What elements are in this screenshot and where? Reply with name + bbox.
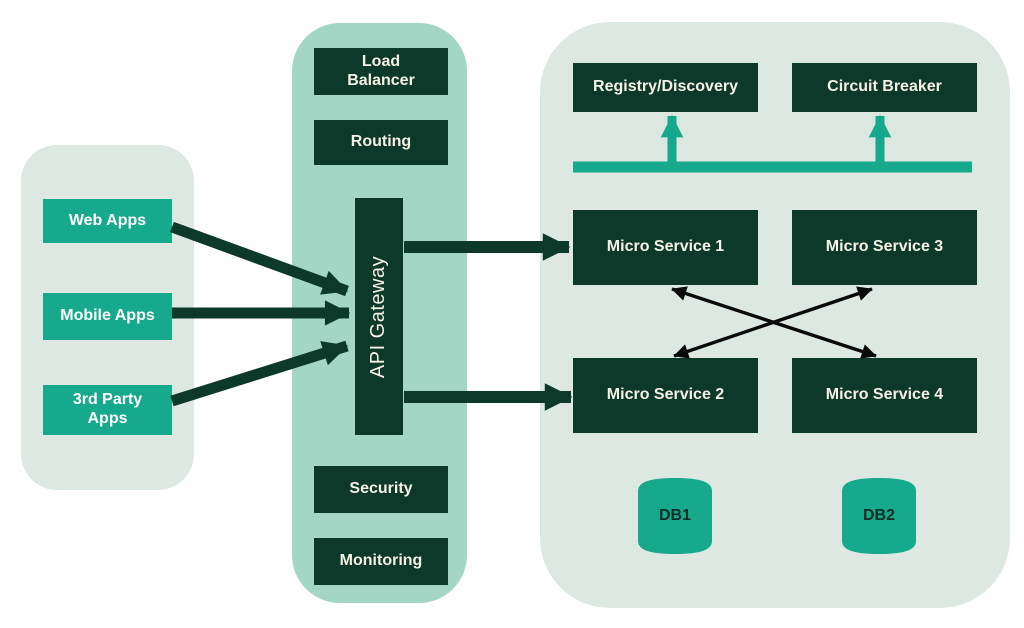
node-3rd-party-apps: 3rd Party Apps — [43, 385, 172, 435]
node-monitoring-label: Monitoring — [339, 552, 423, 570]
node-web-apps-label: Web Apps — [68, 211, 147, 229]
services-panel: Registry/Discovery Circuit Breaker Micro… — [540, 22, 1010, 608]
node-registry-discovery: Registry/Discovery — [573, 63, 758, 112]
node-micro-service-1-label: Micro Service 1 — [606, 238, 725, 256]
node-circuit-breaker: Circuit Breaker — [792, 63, 977, 112]
node-micro-service-4-label: Micro Service 4 — [825, 386, 944, 404]
node-mobile-apps: Mobile Apps — [43, 293, 172, 340]
node-3rd-party-apps-label: 3rd Party Apps — [72, 391, 143, 427]
node-mobile-apps-label: Mobile Apps — [60, 307, 155, 325]
node-load-balancer-label: Load Balancer — [347, 52, 415, 89]
node-web-apps: Web Apps — [43, 199, 172, 243]
database-cylinder-icon — [638, 478, 712, 554]
node-micro-service-3-label: Micro Service 3 — [825, 238, 944, 256]
node-registry-discovery-label: Registry/Discovery — [593, 78, 738, 96]
node-api-gateway: API Gateway — [355, 198, 403, 435]
node-api-gateway-label: API Gateway — [367, 255, 390, 378]
node-micro-service-2: Micro Service 2 — [573, 358, 758, 433]
node-monitoring: Monitoring — [314, 538, 448, 585]
clients-panel: Web Apps Mobile Apps 3rd Party Apps — [21, 145, 194, 490]
node-micro-service-1: Micro Service 1 — [573, 210, 758, 285]
node-security-label: Security — [349, 480, 413, 498]
node-micro-service-4: Micro Service 4 — [792, 358, 977, 433]
node-load-balancer: Load Balancer — [314, 48, 448, 95]
node-micro-service-3: Micro Service 3 — [792, 210, 977, 285]
node-circuit-breaker-label: Circuit Breaker — [827, 78, 942, 96]
node-db1-label: DB1 — [658, 507, 691, 524]
database-cylinder-icon — [842, 478, 916, 554]
node-db2: DB2 — [836, 476, 922, 556]
node-routing-label: Routing — [350, 133, 412, 151]
node-db1: DB1 — [632, 476, 718, 556]
node-security: Security — [314, 466, 448, 513]
node-db2-label: DB2 — [862, 507, 895, 524]
gateway-panel: Load Balancer Routing API Gateway Securi… — [292, 23, 467, 603]
node-micro-service-2-label: Micro Service 2 — [606, 386, 725, 404]
node-routing: Routing — [314, 120, 448, 165]
